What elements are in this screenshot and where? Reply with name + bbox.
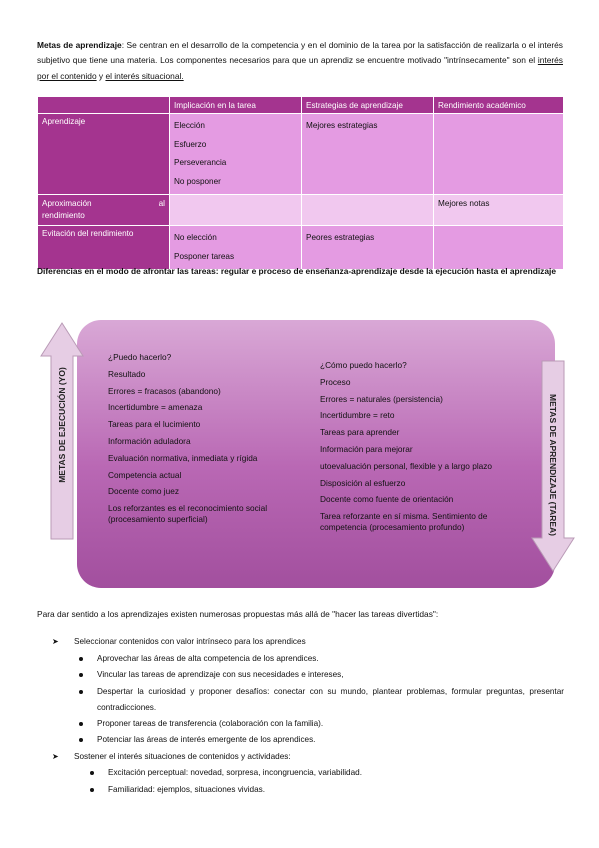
list-item: Vincular las tareas de aprendizaje con s… (52, 667, 564, 684)
group-title: Seleccionar contenidos con valor intríns… (74, 637, 306, 646)
list-item: Proceso (320, 376, 351, 387)
list-item: ¿Puedo hacerlo? (108, 352, 172, 362)
cell-item: No elección (174, 233, 217, 242)
table-cell (301, 194, 434, 226)
list-item-text: Potenciar las áreas de interés emergente… (97, 735, 316, 744)
comparison-panel (77, 320, 555, 588)
table-cell: Elección Esfuerzo Perseverancia No pospo… (169, 113, 302, 195)
list-item: Tareas para el lucimiento (108, 419, 201, 430)
list-item: Tareas para aprender (320, 427, 400, 438)
table-header-estrategias: Estrategias de aprendizaje (301, 96, 434, 114)
list-item: Información para mejorar (320, 443, 413, 454)
up-arrow-icon (40, 322, 84, 540)
arrow-bullet-icon: ➤ (52, 751, 59, 761)
list-item: Tarea reforzante en sí misma. Sentimient… (320, 511, 488, 533)
list-item: Competencia actual (108, 469, 182, 480)
row-label: Aprendizaje (37, 113, 170, 195)
bullet-icon (79, 738, 83, 742)
list-item: Docente como fuente de orientación (320, 494, 454, 505)
list-item: utoevaluación personal, flexible y a lar… (320, 460, 493, 471)
list-item: Errores = naturales (persistencia) (320, 393, 443, 404)
interest-content-link: interés por el contenido (37, 55, 563, 81)
list-item: Disposición al esfuerzo (320, 477, 406, 488)
list-item: Potenciar las áreas de interés emergente… (52, 732, 564, 749)
list-item-text: Excitación perceptual: novedad, sorpresa… (108, 768, 362, 777)
table-cell: No elección Posponer tareas (169, 225, 302, 270)
bullet-icon (79, 656, 83, 661)
list-item: Proponer tareas de transferencia (colabo… (52, 716, 564, 733)
cell-item: Perseverancia (174, 158, 227, 167)
row-label-part: rendimiento (42, 211, 85, 220)
intro-text-1: : Se centran en el desarrollo de la comp… (37, 40, 563, 66)
row-label-part: Aproximación (42, 199, 92, 208)
cell-item: No posponer (174, 176, 221, 186)
list-item: Familiaridad: ejemplos, situaciones vivi… (52, 782, 564, 799)
table-cell: Mejores notas (433, 194, 564, 226)
list-item: Despertar la curiosidad y proponer desaf… (52, 684, 564, 716)
list-item: ➤ Seleccionar contenidos con valor intrí… (52, 634, 564, 651)
row-label-part: al (158, 199, 165, 208)
list-item: ➤ Sostener el interés situaciones de con… (52, 749, 564, 766)
bullet-icon (90, 787, 94, 792)
list-item: Incertidumbre = reto (320, 410, 395, 421)
bullet-icon (90, 771, 94, 775)
goals-table: Implicación en la tarea Estrategias de a… (37, 96, 564, 270)
list-item: Excitación perceptual: novedad, sorpresa… (52, 765, 564, 782)
list-item: Información aduladora (108, 435, 191, 446)
list-item: Incertidumbre = amenaza (108, 402, 203, 413)
table-header-row: Implicación en la tarea Estrategias de a… (37, 96, 564, 114)
table-row: Evitación del rendimiento No elección Po… (37, 225, 564, 270)
table-header-rendimiento: Rendimiento académico (433, 96, 564, 114)
proposals-list: ➤ Seleccionar contenidos con valor intrí… (52, 634, 564, 798)
proposals-paragraph: Para dar sentido a los aprendizajes exis… (37, 609, 439, 619)
bullet-icon (79, 673, 83, 677)
arrow-bullet-icon: ➤ (52, 637, 59, 646)
list-item: ¿Cómo puedo hacerlo? (320, 360, 407, 370)
list-item-text: Proponer tareas de transferencia (colabo… (97, 718, 324, 728)
intro-text-2: y (96, 70, 106, 81)
list-item-text: Despertar la curiosidad y proponer desaf… (97, 686, 564, 712)
table-row: Aprendizaje Elección Esfuerzo Perseveran… (37, 113, 564, 195)
table-header-empty (37, 96, 170, 114)
cell-item: Mejores notas (438, 199, 490, 208)
table-cell (433, 225, 564, 270)
left-arrow-label: METAS DE EJECUCIÓN (YO) (57, 367, 67, 483)
list-item: Los reforzantes es el reconocimiento soc… (108, 503, 268, 525)
intro-paragraph: Metas de aprendizaje: Se centran en el d… (37, 38, 563, 84)
interest-situational-link: el interés situacional. (105, 70, 184, 81)
list-item: Resultado (108, 368, 146, 379)
list-item: Docente como juez (108, 486, 180, 497)
cell-item: Elección (174, 121, 205, 130)
list-item: Errores = fracasos (abandono) (108, 385, 221, 396)
table-header-implicacion: Implicación en la tarea (169, 96, 302, 114)
row-label: Aproximación al rendimiento (37, 194, 170, 226)
table-row: Aproximación al rendimiento Mejores notas (37, 194, 564, 226)
table-cell: Mejores estrategias (301, 113, 434, 195)
group-title: Sostener el interés situaciones de conte… (74, 751, 291, 761)
row-label: Evitación del rendimiento (37, 225, 170, 270)
right-arrow-label: METAS DE APRENDIZAJE (TAREA) (548, 394, 558, 536)
down-arrow-icon (531, 360, 575, 572)
cell-item: Mejores estrategias (306, 121, 378, 130)
table-cell (433, 113, 564, 195)
intro-lead: Metas de aprendizaje (37, 40, 122, 50)
list-item-text: Vincular las tareas de aprendizaje con s… (97, 670, 344, 679)
list-item-text: Aprovechar las áreas de alta competencia… (97, 653, 319, 663)
bullet-icon (79, 721, 83, 726)
right-column: ¿Cómo puedo hacerlo? Proceso Errores = n… (320, 357, 530, 533)
table-cell: Peores estrategias (301, 225, 434, 270)
cell-item: Peores estrategias (306, 233, 375, 242)
cell-item: Posponer tareas (174, 251, 235, 261)
list-item: Evaluación normativa, inmediata y rígida (108, 452, 258, 463)
table-cell (169, 194, 302, 226)
list-item: Aprovechar las áreas de alta competencia… (52, 651, 564, 668)
section-subheading: Diferencias en el modo de afrontar las t… (37, 266, 556, 276)
bullet-icon (79, 689, 83, 694)
list-item-text: Familiaridad: ejemplos, situaciones vivi… (108, 784, 265, 794)
left-column: ¿Puedo hacerlo? Resultado Errores = frac… (108, 349, 308, 525)
cell-item: Esfuerzo (174, 139, 207, 149)
